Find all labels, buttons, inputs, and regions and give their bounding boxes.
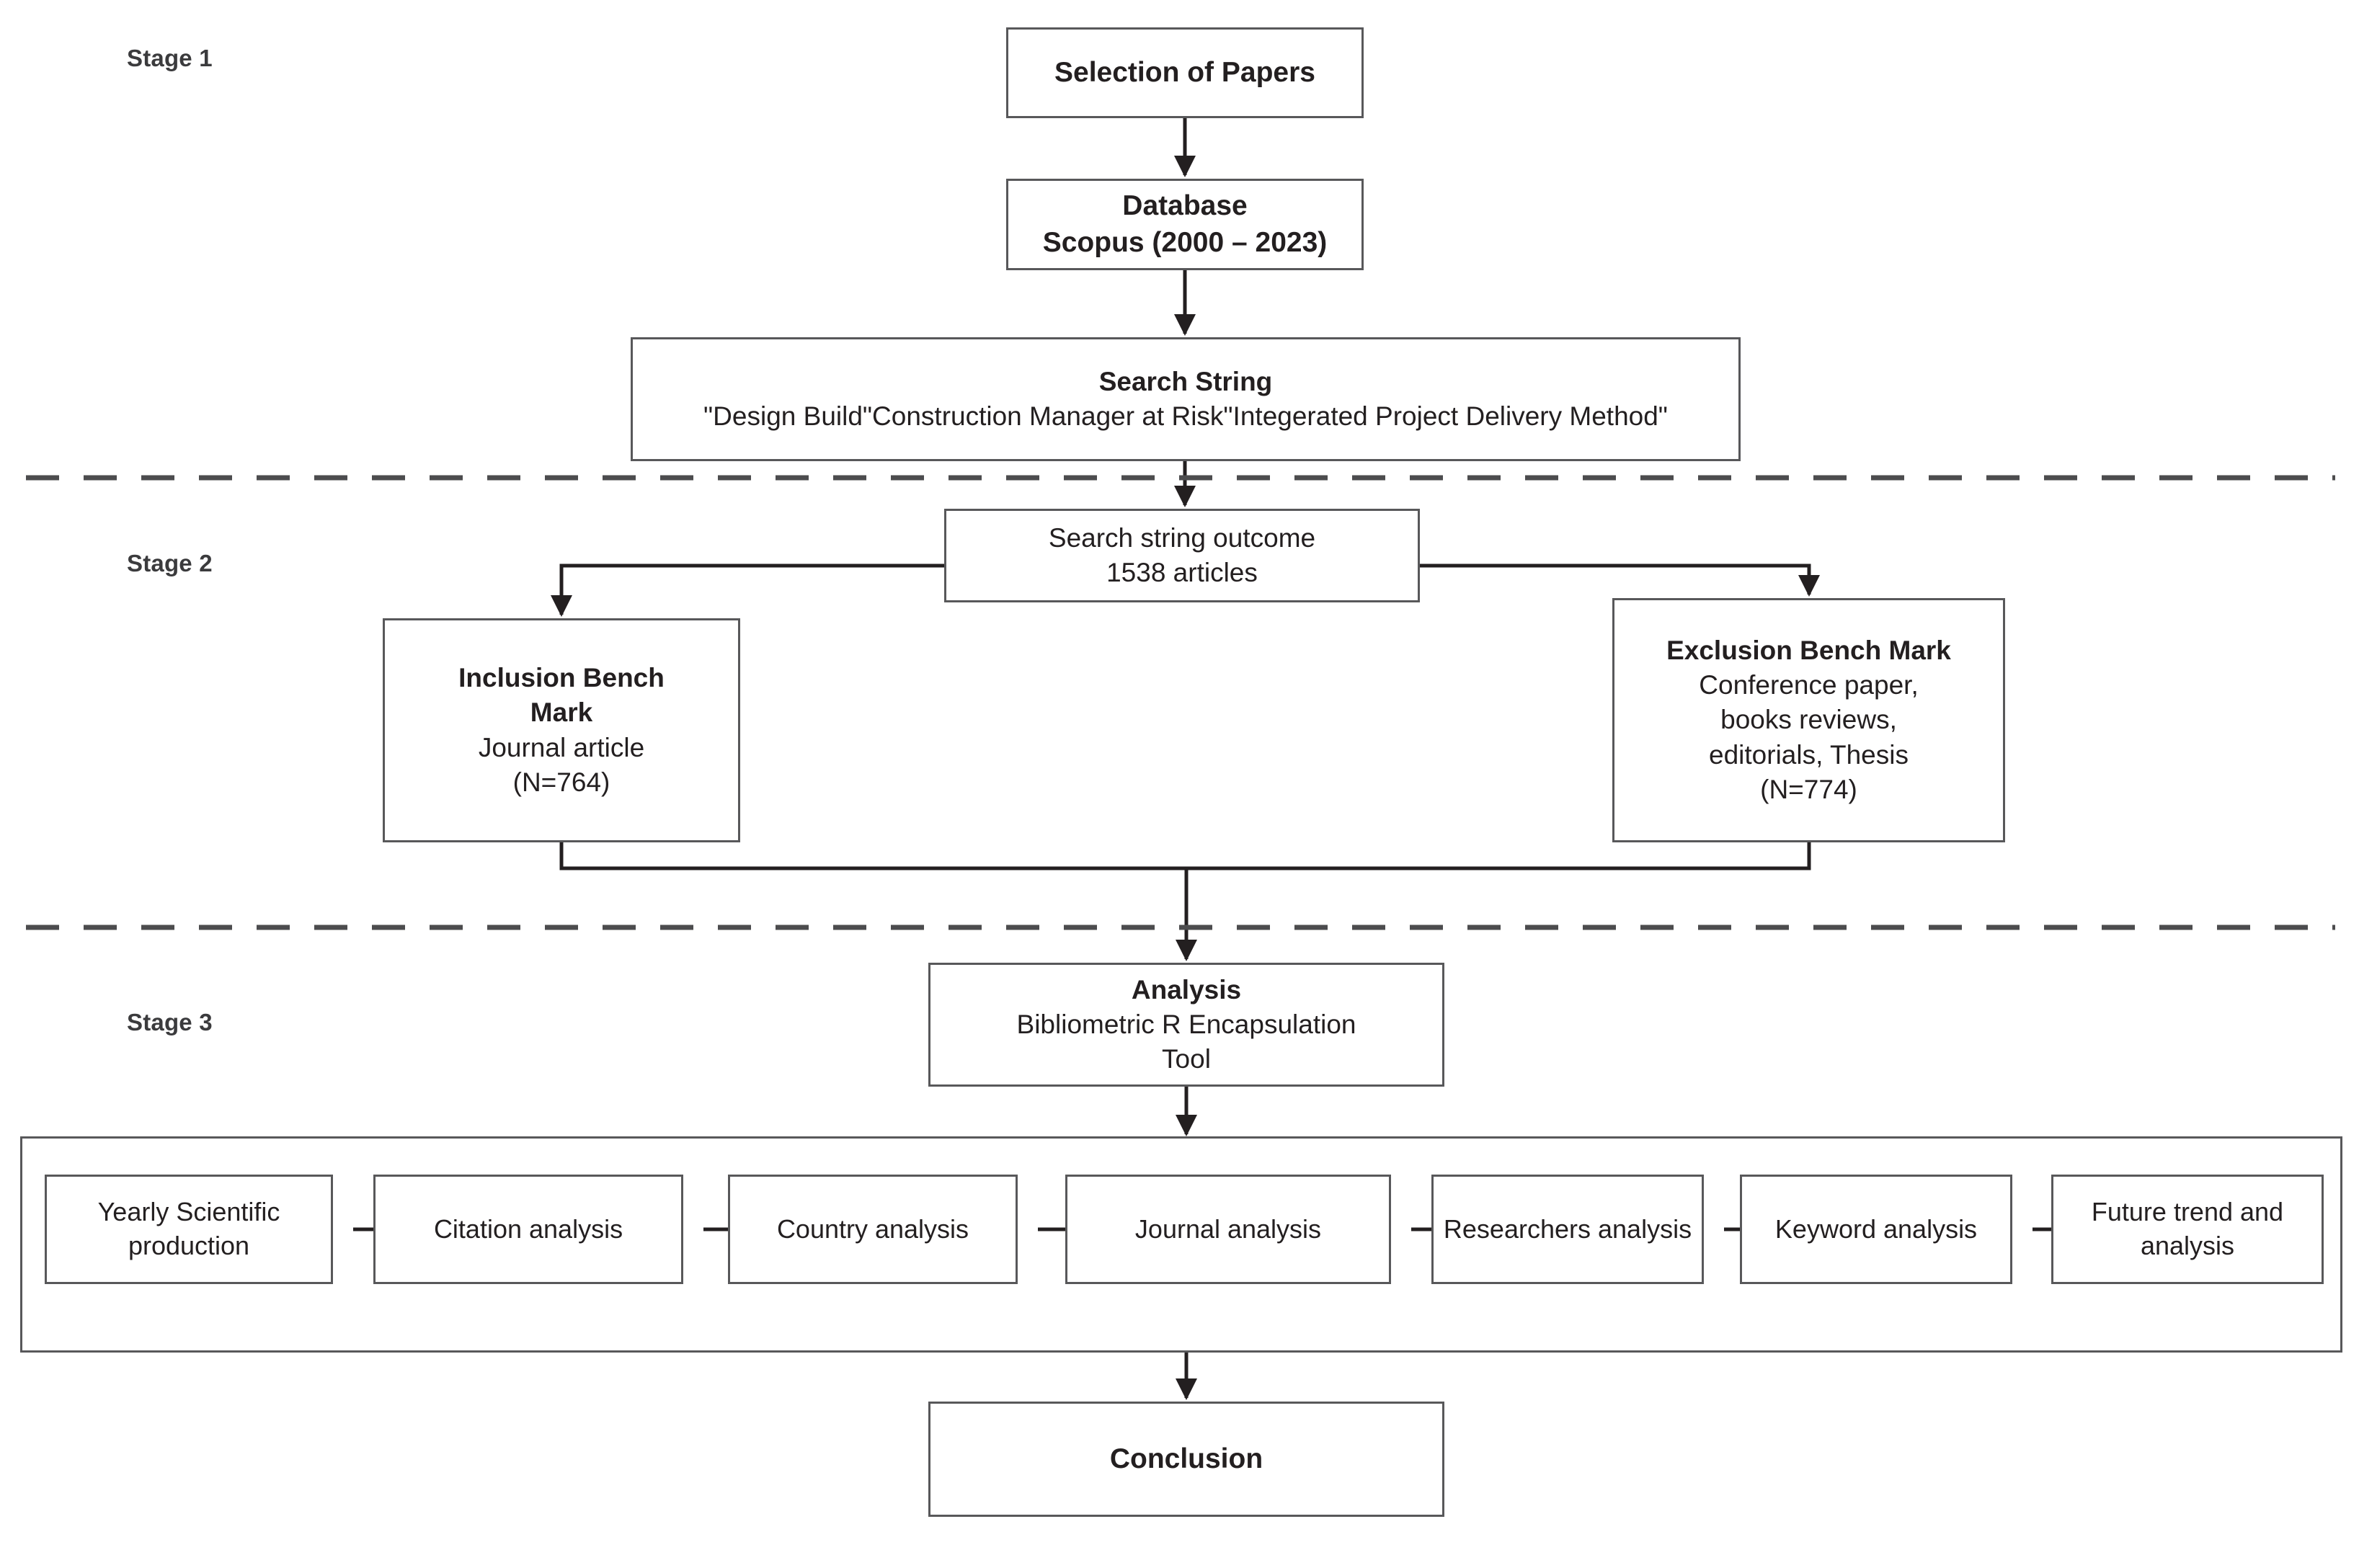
stage-label-2: Stage 2 bbox=[127, 550, 213, 576]
pipeline-step-4-line-2: analysis bbox=[1598, 1213, 1692, 1244]
node-outcome-line-2: 1538 articles bbox=[1106, 558, 1258, 587]
node-search-string-line-1: Search String bbox=[1098, 366, 1273, 396]
pipeline-step-0-line-2: production bbox=[128, 1231, 250, 1260]
analysis-pipeline-container bbox=[20, 1136, 2342, 1353]
node-analysis-line-2: Bibliometric R Encapsulation bbox=[1016, 1009, 1356, 1039]
node-inclusion-line-3: Journal article bbox=[478, 732, 645, 762]
node-analysis-line-3: Tool bbox=[1162, 1044, 1211, 1074]
node-exclusion-line-1: Exclusion Bench Mark bbox=[1666, 636, 1951, 666]
edge-outcome-to-exclusion bbox=[1420, 564, 1820, 597]
node-database-line-1: Database bbox=[1122, 190, 1248, 221]
edge-outcome-to-inclusion bbox=[551, 564, 944, 617]
node-search-string-line-2: "Design Build"Construction Manager at Ri… bbox=[703, 401, 1668, 431]
pipeline-step-journal-analysis[interactable]: Journal analysis bbox=[1065, 1175, 1391, 1284]
node-analysis[interactable]: Analysis Bibliometric R Encapsulation To… bbox=[928, 963, 1444, 1087]
node-inclusion-line-1: Inclusion Bench bbox=[458, 663, 665, 693]
pipeline-step-6-line-2: and analysis bbox=[2140, 1197, 2284, 1260]
node-selection-of-papers[interactable]: Selection of Papers bbox=[1006, 27, 1364, 118]
pipeline-step-6-line-1: Future trend bbox=[2091, 1197, 2233, 1227]
pipeline-step-5-line-2: analysis bbox=[1883, 1213, 1978, 1244]
edge-inclusion-merge bbox=[559, 842, 1186, 870]
pipeline-step-researchers-analysis[interactable]: Researchers analysis bbox=[1431, 1175, 1704, 1284]
node-exclusion-line-2: Conference paper, bbox=[1699, 670, 1919, 700]
stage-label-3: Stage 3 bbox=[127, 1009, 213, 1035]
pipeline-step-5-line-1: Keyword bbox=[1774, 1213, 1876, 1244]
node-exclusion-line-3: books reviews, bbox=[1720, 705, 1897, 735]
pipeline-step-future-trend-and-analysis[interactable]: Future trend and analysis bbox=[2051, 1175, 2324, 1284]
pipeline-step-4-line-1: Researchers bbox=[1443, 1213, 1591, 1244]
node-inclusion-line-2: Mark bbox=[530, 698, 593, 728]
pipeline-step-citation-analysis[interactable]: Citation analysis bbox=[373, 1175, 683, 1284]
node-conclusion[interactable]: Conclusion bbox=[928, 1402, 1444, 1517]
node-exclusion-line-5: (N=774) bbox=[1760, 774, 1857, 804]
node-inclusion-line-4: (N=764) bbox=[512, 767, 610, 797]
pipeline-step-3-line-1: Journal analysis bbox=[1134, 1213, 1322, 1244]
node-database-line-2: Scopus (2000 – 2023) bbox=[1042, 226, 1328, 258]
stage-label-1: Stage 1 bbox=[127, 45, 213, 71]
node-inclusion-bench-mark[interactable]: Inclusion Bench Mark Journal article (N=… bbox=[383, 618, 740, 842]
pipeline-step-country-analysis[interactable]: Country analysis bbox=[728, 1175, 1018, 1284]
node-search-string-outcome[interactable]: Search string outcome 1538 articles bbox=[944, 509, 1420, 602]
node-outcome-line-1: Search string outcome bbox=[1048, 522, 1316, 553]
node-database[interactable]: Database Scopus (2000 – 2023) bbox=[1006, 179, 1364, 270]
pipeline-step-keyword-analysis[interactable]: Keyword analysis bbox=[1740, 1175, 2012, 1284]
node-search-string[interactable]: Search String "Design Build"Construction… bbox=[631, 337, 1741, 461]
edge-exclusion-merge bbox=[1186, 842, 1811, 870]
pipeline-step-yearly-scientific-production[interactable]: Yearly Scientific production bbox=[45, 1175, 333, 1284]
node-exclusion-bench-mark[interactable]: Exclusion Bench Mark Conference paper, b… bbox=[1612, 598, 2005, 842]
pipeline-step-1-line-1: Citation analysis bbox=[433, 1213, 623, 1244]
node-selection-line-1: Selection of Papers bbox=[1054, 56, 1315, 88]
node-exclusion-line-4: editorials, Thesis bbox=[1709, 739, 1909, 770]
node-analysis-line-1: Analysis bbox=[1131, 974, 1242, 1004]
pipeline-step-2-line-1: Country analysis bbox=[776, 1213, 969, 1244]
pipeline-step-0-line-1: Yearly Scientific bbox=[97, 1197, 280, 1227]
node-conclusion-line-1: Conclusion bbox=[1109, 1443, 1263, 1474]
